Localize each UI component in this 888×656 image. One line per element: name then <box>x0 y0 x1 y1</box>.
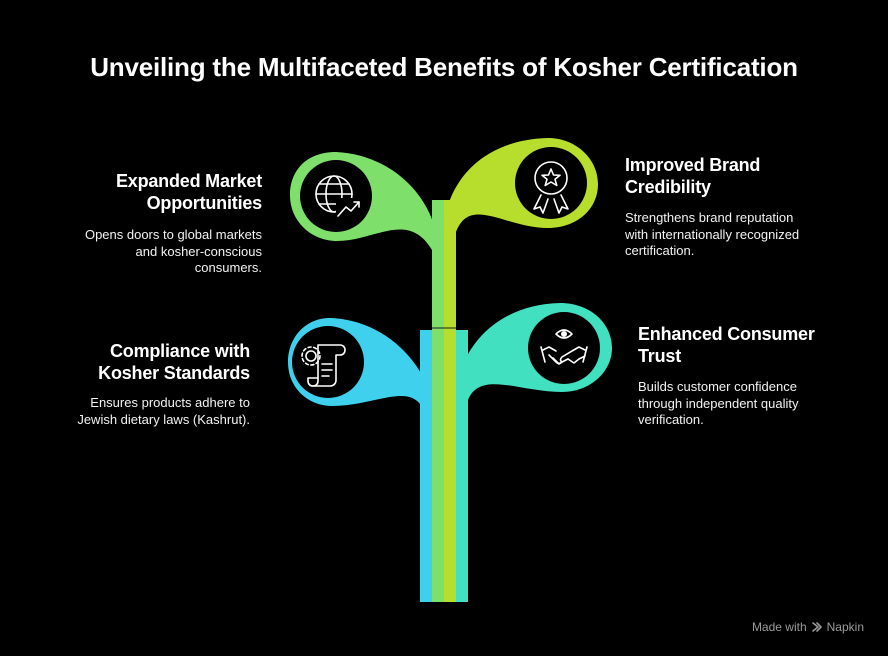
desc-line: Jewish dietary laws (Kashrut). <box>77 411 250 427</box>
award-ribbon-icon <box>533 161 569 214</box>
heading-line: Credibility <box>625 177 711 197</box>
icon-disc-trust <box>528 312 600 384</box>
page-title: Unveiling the Multifaceted Benefits of K… <box>90 52 798 82</box>
benefit-heading-trust: Enhanced Consumer Trust <box>638 323 868 367</box>
desc-line: Opens doors to global markets <box>84 227 262 242</box>
made-with-label: Made with <box>751 620 807 634</box>
benefit-desc-market: Opens doors to global markets and kosher… <box>22 227 262 277</box>
handshake-eye-icon <box>540 329 588 365</box>
benefit-heading-market: Expanded Market Opportunities <box>42 170 262 214</box>
napkin-logo-icon <box>811 622 822 632</box>
desc-line: consumers. <box>194 260 262 275</box>
stem-market <box>432 200 444 602</box>
heading-line: Opportunities <box>146 193 263 213</box>
heading-line: Expanded Market <box>115 171 262 191</box>
benefit-desc-compliance: Ensures products adhere to Jewish dietar… <box>10 395 250 428</box>
desc-line: through independent quality <box>638 395 799 411</box>
desc-line: Ensures products adhere to <box>90 395 250 410</box>
certificate-scroll-icon <box>301 344 346 387</box>
desc-line: and kosher-conscious <box>135 243 262 259</box>
heading-line: Compliance with <box>109 341 250 361</box>
desc-line: Strengthens brand reputation <box>625 210 794 225</box>
benefit-desc-trust: Builds customer confidence through indep… <box>638 379 868 429</box>
icon-disc-brand <box>515 147 587 219</box>
desc-line: with internationally recognized <box>625 226 800 242</box>
globe-growth-icon <box>315 175 360 218</box>
heading-line: Trust <box>638 346 682 366</box>
made-with-napkin[interactable]: Made with Napkin <box>752 620 864 634</box>
desc-line: Builds customer confidence <box>638 379 797 394</box>
desc-line: certification. <box>625 243 695 258</box>
heading-line: Improved Brand <box>625 155 761 175</box>
benefit-heading-compliance: Compliance with Kosher Standards <box>30 340 250 384</box>
benefit-heading-brand: Improved Brand Credibility <box>625 154 855 198</box>
stem-compliance <box>420 330 432 602</box>
napkin-brand-label: Napkin <box>826 620 864 634</box>
stem-brand <box>444 200 456 602</box>
icon-disc-market <box>300 160 372 232</box>
heading-line: Enhanced Consumer <box>638 324 815 344</box>
heading-line: Kosher Standards <box>98 363 250 383</box>
benefit-desc-brand: Strengthens brand reputation with intern… <box>625 210 865 260</box>
desc-line: verification. <box>638 412 704 427</box>
icon-disc-compliance <box>292 326 364 398</box>
